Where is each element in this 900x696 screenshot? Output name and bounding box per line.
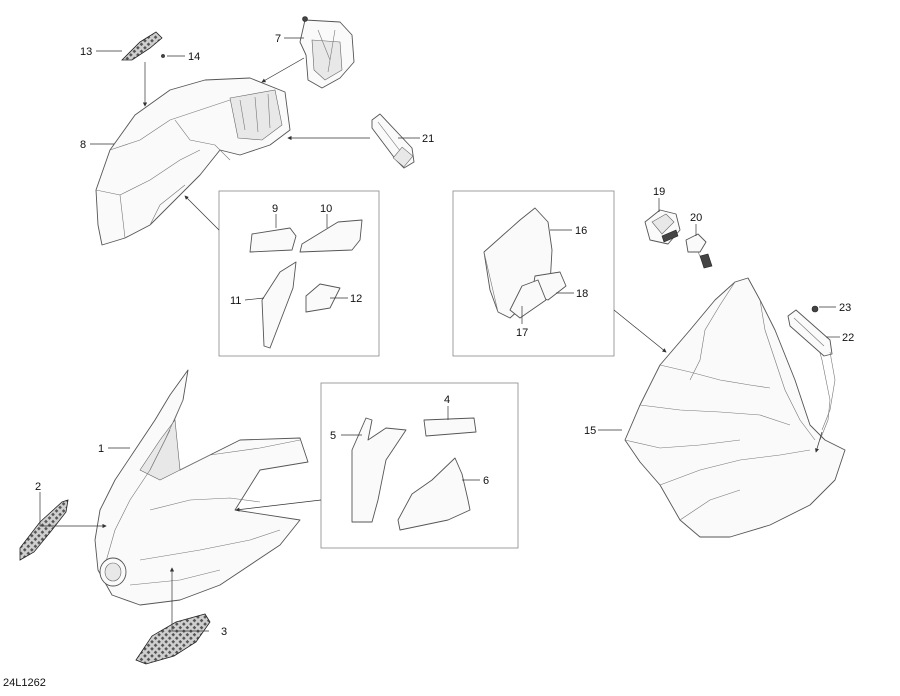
callout-19: 19 [653,186,665,198]
leader-lines [39,37,840,632]
small-vent-part [121,31,163,61]
callout-7: 7 [275,33,281,45]
callout-16: 16 [575,225,587,237]
lower-vent-part [135,613,211,665]
callout-12: 12 [350,293,362,305]
strap-right-part [787,309,836,431]
callout-4: 4 [444,394,450,406]
decal-11 [261,261,297,349]
image-code: 24L1262 [3,677,46,689]
plug-part [685,233,713,269]
callout-labels: 13 14 7 8 21 9 10 11 12 16 18 17 19 20 2… [3,33,854,689]
side-panel-group-box [452,190,615,357]
decal-9 [249,227,297,253]
callout-10: 10 [320,203,332,215]
side-fairing-part [624,277,846,538]
decal-6 [397,457,471,531]
screw-part [161,54,165,58]
callout-11: 11 [230,295,241,307]
callout-9: 9 [272,203,278,215]
callout-13: 13 [80,46,92,58]
lower-decal-group-box [320,382,519,549]
decal-5 [351,417,407,523]
callout-2: 2 [35,481,41,493]
callout-14: 14 [188,51,200,63]
callout-1: 1 [98,443,104,455]
callout-5: 5 [330,430,336,442]
switch-part [644,209,681,245]
callout-22: 22 [842,332,854,344]
upper-console-part [95,77,291,246]
callout-20: 20 [690,212,702,224]
callout-3: 3 [221,626,227,638]
callout-15: 15 [584,425,596,437]
callout-18: 18 [576,288,588,300]
decal-10 [299,219,363,253]
callout-8: 8 [80,139,86,151]
left-vent-part [19,499,69,561]
callout-23: 23 [839,302,851,314]
decal-4 [423,417,477,437]
strap-part [371,113,415,169]
decal-group-box [218,190,380,357]
callout-6: 6 [483,475,489,487]
callout-17: 17 [516,327,528,339]
callout-21: 21 [422,133,434,145]
side-panel-17 [509,279,547,319]
bracket-part [299,16,355,89]
screw-23-part [811,305,819,313]
front-fairing-part [94,369,309,606]
